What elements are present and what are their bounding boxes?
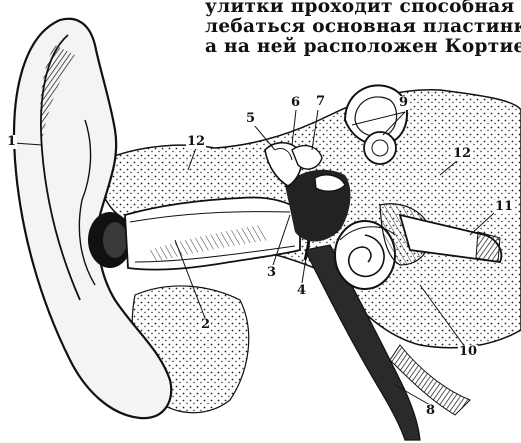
callout-4: 4 [296, 284, 307, 298]
callout-7: 7 [315, 95, 326, 109]
callout-10: 10 [458, 345, 478, 359]
callout-11: 11 [494, 200, 514, 214]
callout-8: 8 [425, 404, 436, 418]
ear-canal [125, 198, 300, 270]
callout-12-right: 12 [452, 147, 472, 161]
callout-5: 5 [245, 112, 256, 126]
callout-1: 1 [6, 135, 17, 149]
callout-9: 9 [398, 96, 409, 110]
callout-6: 6 [290, 96, 301, 110]
callout-3: 3 [266, 266, 277, 280]
callout-2: 2 [200, 318, 211, 332]
callout-12-left: 12 [186, 135, 206, 149]
